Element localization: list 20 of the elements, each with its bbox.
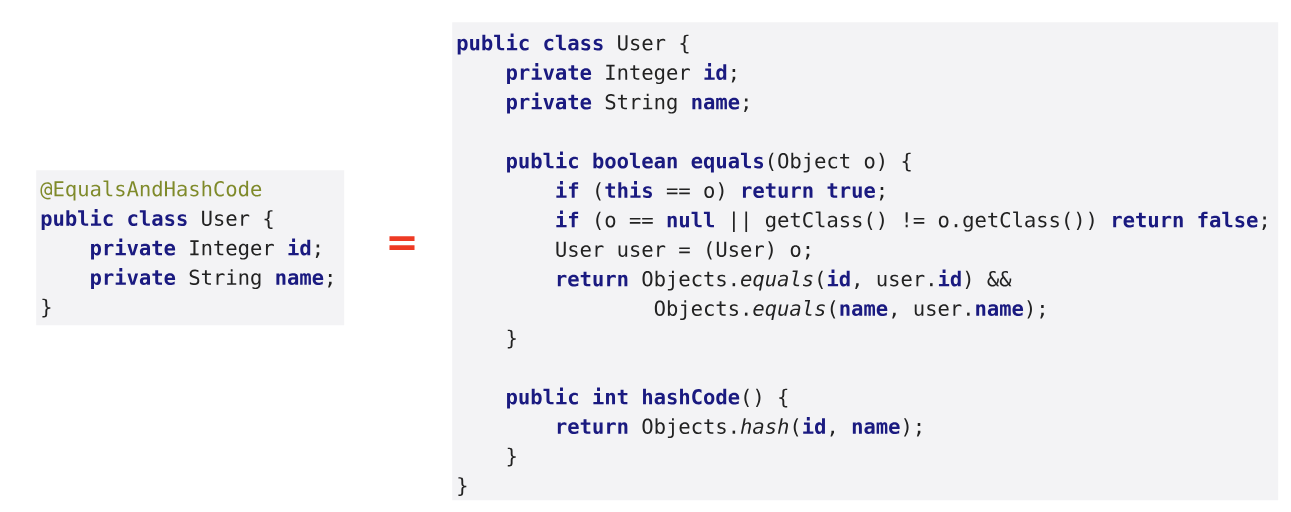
code-line: private Integer id; <box>507 63 736 85</box>
code-line: public class User { <box>41 209 273 230</box>
code-line: private Integer id; <box>91 238 320 260</box>
code-line: Objects.equals(name, user.name); <box>654 300 1044 320</box>
code-line: private String name; <box>507 92 748 114</box>
code-line: private String name; <box>91 268 332 290</box>
code-line: return Objects.equals(id, user.id) && <box>557 269 1012 291</box>
code-line: if (this == o) return true; <box>556 181 884 201</box>
code-line: public boolean equals(Object o) { <box>507 151 911 173</box>
code-line: public class User { <box>457 33 689 55</box>
code-line: } <box>507 447 516 467</box>
code-line: } <box>507 329 516 349</box>
code-line: if (o == null || getClass() != o.getClass()) return false; <box>556 210 1266 233</box>
equals-sign: = <box>389 236 415 250</box>
code-line: public int hashCode() { <box>507 387 788 409</box>
code-line: } <box>458 477 467 497</box>
code-line: return Objects.hash(id, name); <box>557 417 921 438</box>
code-line: @EqualsAndHashCode <box>40 180 262 201</box>
code-line: } <box>42 298 51 318</box>
code-line: User user = (User) o; <box>556 241 810 260</box>
